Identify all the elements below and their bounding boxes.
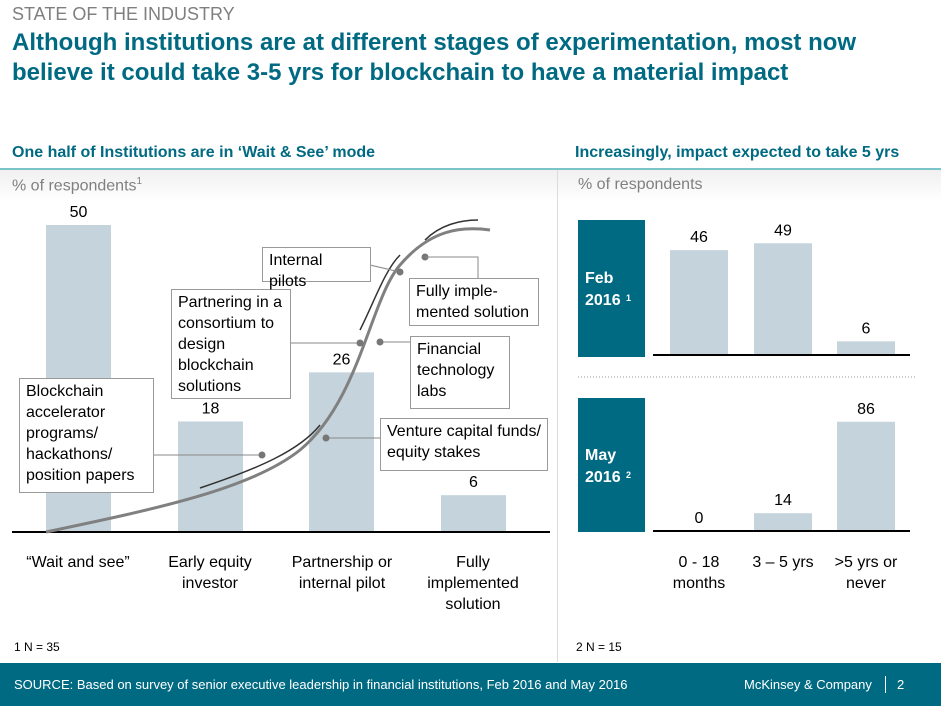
page-number: 2 [897,677,905,692]
may-bar [754,513,812,531]
source-note: SOURCE: Based on survey of senior execut… [14,677,628,692]
feb-value-label: 49 [774,222,792,239]
may-value-label: 86 [857,401,875,418]
left-value-label: 50 [70,204,88,221]
ylabel-sup: 1 [136,176,143,187]
left-bar [441,495,506,532]
annotation-fully-implemented: Fully imple-mented solution [409,278,539,326]
leader-dot [396,268,404,276]
left-category-label: “Wait and see” [26,554,130,571]
feb-bar [670,250,728,355]
leader-dot [376,338,384,346]
panel-divider [557,170,558,662]
left-category-label: Early equity investor [168,554,252,592]
left-value-label: 26 [333,351,351,368]
left-chart-title: One half of Institutions are in ‘Wait & … [12,144,376,161]
leader-line [369,264,401,273]
series-sup: 2 [626,470,632,480]
may-bar [837,421,895,531]
right-category-label: >5 yrs or never [834,554,898,592]
series-sup: 1 [626,293,632,303]
right-category-label: 0 - 18 months [672,554,726,592]
left-category-label: Fully implemented solution [427,554,519,613]
may-value-label: 14 [774,492,792,509]
subheader-bg-left [0,170,557,202]
feb-bar [754,243,812,355]
series-name: May 2016 [585,447,621,486]
series-name: Feb 2016 [585,270,621,309]
series-label-feb: Feb 2016 1 [578,220,645,357]
left-value-label: 6 [469,474,478,491]
leader-dot [356,339,364,347]
leader-dot [322,434,330,442]
annotation-consortium: Partnering in a consortium to design blo… [171,289,291,399]
curve-accent [199,424,321,489]
left-ylabel: % of respondents1 [12,176,142,195]
feb-bar [837,341,895,355]
title-rule [0,168,941,170]
curve-accent [359,254,401,331]
leader-dot [258,451,266,459]
may-value-label: 0 [695,510,704,527]
feb-value-label: 6 [862,320,871,337]
annotation-venture-capital: Venture capital funds/ equity stakes [380,418,548,471]
footer: SOURCE: Based on survey of senior execut… [0,663,941,706]
footer-separator [885,676,886,693]
curve-accent [424,219,479,241]
footnote-left: 1 N = 35 [14,640,60,654]
brand: McKinsey & Company [744,677,872,692]
headline: Although institutions are at different s… [12,29,857,86]
right-ylabel: % of respondents [578,176,703,193]
feb-value-label: 46 [690,229,708,246]
leader-line [425,256,479,278]
series-label-may: May 2016 2 [578,398,645,532]
left-value-label: 18 [202,400,220,417]
annotation-fintech-labs: Financial technology labs [410,336,510,409]
left-category-label: Partnership or internal pilot [291,554,393,592]
annotation-internal-pilots: Internal pilots [262,247,371,290]
subheader-bg-right [558,170,941,202]
ylabel-text: % of respondents [12,177,137,195]
kicker: STATE OF THE INDUSTRY [12,4,235,24]
right-category-label: 3 – 5 yrs [752,554,814,571]
right-chart-title: Increasingly, impact expected to take 5 … [575,144,900,161]
annotation-accelerator: Blockchain accelerator programs/ hackath… [19,378,154,493]
footnote-right: 2 N = 15 [576,640,622,654]
adoption-curve [45,227,491,534]
